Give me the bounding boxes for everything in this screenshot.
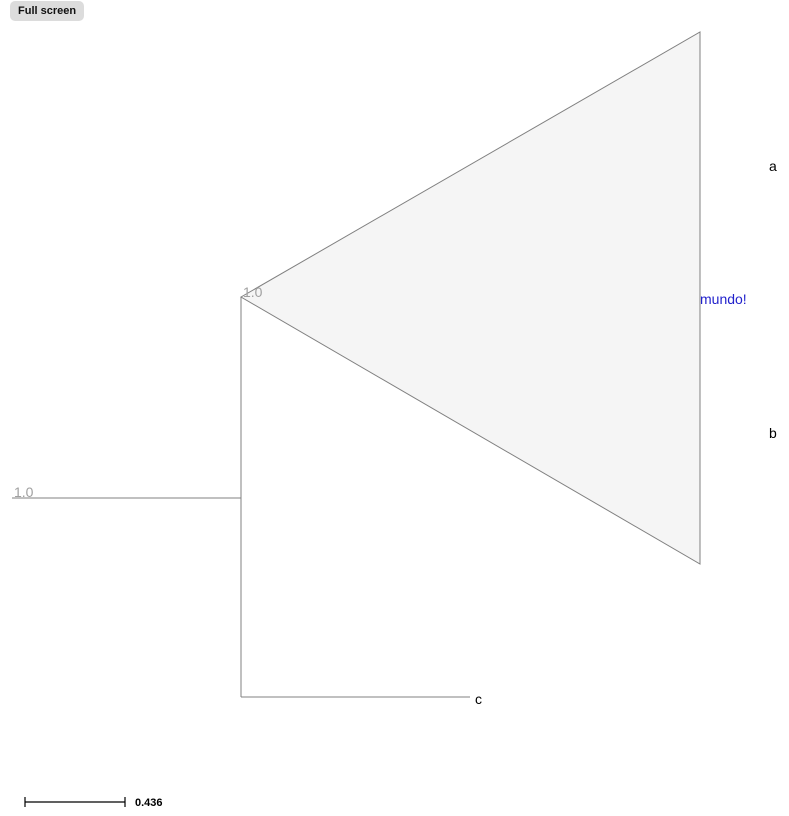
scale-bar-value: 0.436 [135,797,163,809]
collapsed-clade-label[interactable]: mundo! [700,291,747,307]
fullscreen-button[interactable]: Full screen [10,1,85,21]
leaf-label-b[interactable]: b [769,425,777,441]
leaf-label-c[interactable]: c [475,691,482,707]
scale-bar: 0.436 [24,797,163,809]
collapsed-clade-triangle[interactable] [240,31,701,565]
clade-support-value: 1.0 [243,284,263,300]
root-support-value: 1.0 [14,484,34,500]
leaf-label-a[interactable]: a [769,158,777,174]
